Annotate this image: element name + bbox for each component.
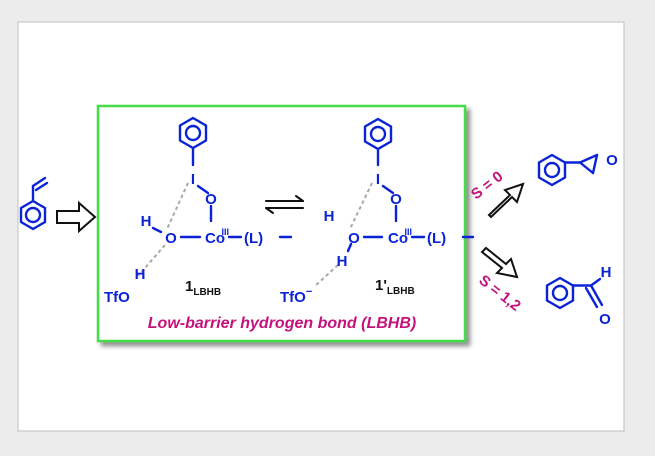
ligand-label: (L)	[427, 230, 446, 247]
iodine-atom-label: I	[376, 171, 380, 188]
iodine-atom-label: I	[191, 171, 195, 188]
triflate-label: TfO	[104, 289, 130, 306]
upper-open-arrow-icon	[487, 182, 525, 219]
oxygen-atom-label: O	[205, 191, 217, 208]
hydrogen-atom-label: H	[141, 213, 152, 230]
lbhb-banner: Low-barrier hydrogen bond (LBHB)	[148, 315, 416, 332]
open-arrow-icon	[56, 200, 97, 234]
equilibrium-arrows-icon	[265, 195, 304, 214]
intermediate-1-prime-structure	[314, 117, 475, 287]
cobalt-oxidation-state: III	[221, 227, 229, 237]
cobalt-oxidation-state: III	[404, 227, 412, 237]
oxygen-atom-label: O	[599, 311, 611, 328]
hydrogen-atom-label: H	[601, 264, 612, 281]
compound-1-label: 1LBHB	[185, 278, 221, 298]
triflate-anion-label: TfO−	[280, 286, 312, 306]
oxygen-atom-label: O	[348, 230, 360, 247]
styrene-molecule	[19, 176, 49, 231]
oxygen-atom-label: O	[606, 152, 618, 169]
lower-open-arrow-icon	[480, 246, 519, 279]
hydrogen-atom-label: H	[135, 266, 146, 283]
compound-1-prime-label: 1'LBHB	[375, 277, 415, 297]
cobalt-atom-label: Co	[388, 230, 408, 247]
hydrogen-atom-label: H	[324, 208, 335, 225]
benzaldehyde-molecule	[545, 276, 604, 310]
oxygen-atom-label: O	[165, 230, 177, 247]
ligand-label: (L)	[244, 230, 263, 247]
styrene-oxide-molecule	[537, 153, 599, 187]
lbhb-highlight-box	[96, 104, 467, 343]
cobalt-atom-label: Co	[205, 230, 225, 247]
hydrogen-atom-label: H	[337, 253, 348, 270]
oxygen-atom-label: O	[390, 191, 402, 208]
intermediate-1-structure	[137, 116, 293, 277]
